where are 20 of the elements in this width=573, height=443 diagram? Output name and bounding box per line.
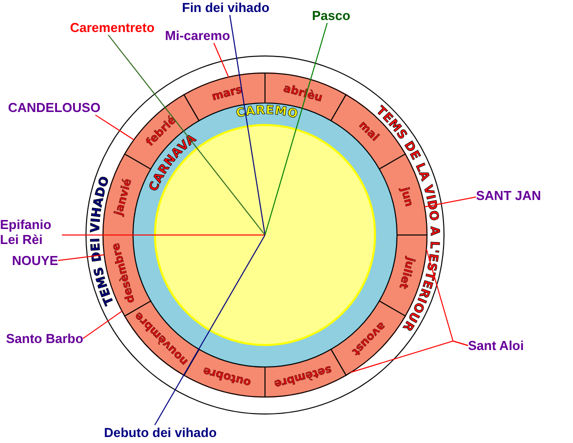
- callout-label: Mi-caremo: [165, 28, 230, 43]
- leader-line: [229, 14, 266, 236]
- callout-label: Debuto dei vihado: [104, 425, 217, 440]
- leader-line: [62, 234, 266, 236]
- callout-label: Santo Barbo: [6, 331, 84, 346]
- callout-label: CANDELOUSO: [8, 100, 100, 115]
- callout-label: NOUYE: [12, 253, 58, 268]
- leader-line: [82, 310, 122, 339]
- leader-line: [213, 42, 230, 78]
- callout-label: Fin dei vihado: [182, 0, 270, 15]
- callout-label: Epifanio Lei Rèi: [0, 217, 62, 247]
- callout-label: Sant Aloi: [468, 338, 524, 353]
- callout-label: Carementreto: [70, 20, 155, 35]
- leader-line: [264, 22, 328, 236]
- callout-label: Pasco: [312, 8, 350, 23]
- leader-line: [94, 114, 134, 140]
- leader-line: [108, 34, 266, 236]
- callout-label: SANT JAN: [476, 188, 542, 203]
- leader-line: [350, 340, 468, 373]
- leader-line: [154, 234, 266, 426]
